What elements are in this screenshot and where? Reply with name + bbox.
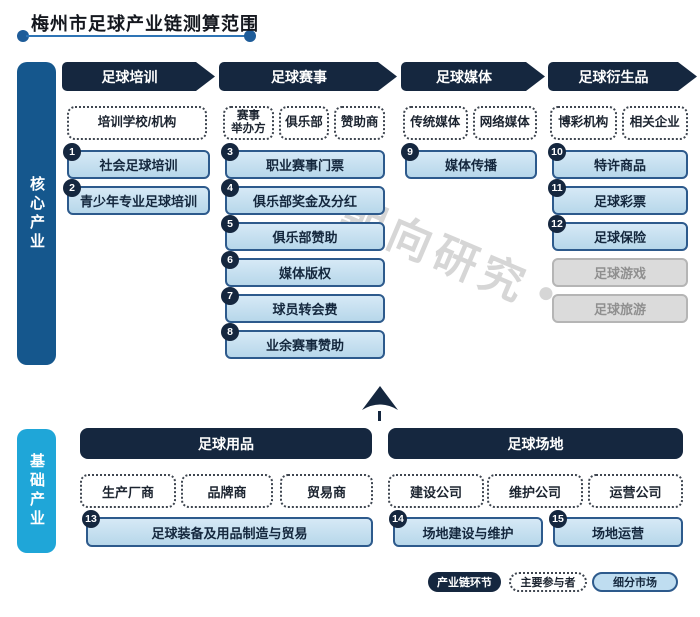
segment-row: 9 媒体传播 [401, 143, 537, 179]
segment-number-badge: 10 [548, 143, 566, 161]
segment-number-badge: 1 [63, 143, 81, 161]
segment-row: 13 足球装备及用品制造与贸易 [82, 510, 373, 547]
participant-box: 相关企业 [621, 106, 688, 140]
segment-row: 6 媒体版权 [221, 251, 385, 287]
segment-box: 足球装备及用品制造与贸易 [86, 517, 373, 547]
participant-box: 网络媒体 [472, 106, 537, 140]
segment-box: 球员转会费 [225, 294, 385, 323]
participant-box: 博彩机构 [550, 106, 617, 140]
participant-box: 培训学校/机构 [67, 106, 207, 140]
participant-box: 赞助商 [334, 106, 386, 140]
segment-row: 2 青少年专业足球培训 [63, 179, 210, 215]
participant-box: 贸易商 [280, 474, 373, 508]
column-header-arrow: 足球衍生品 [548, 62, 697, 91]
participant-box: 俱乐部 [278, 106, 330, 140]
segment-row-disabled: 足球旅游 [552, 294, 688, 323]
segment-box-disabled: 足球游戏 [552, 258, 688, 287]
column-football-training: 足球培训 培训学校/机构 1 社会足球培训 2 青少年专业足球培训 [62, 62, 215, 215]
segment-number-badge: 15 [549, 510, 567, 528]
segment-row: 15 场地运营 [549, 510, 683, 547]
base-group-header: 足球场地 [388, 428, 683, 459]
page-title: 梅州市足球产业链测算范围 [31, 14, 259, 34]
segment-box: 足球彩票 [552, 186, 688, 215]
segment-number-badge: 8 [221, 323, 239, 341]
segment-number-badge: 6 [221, 251, 239, 269]
segment-number-badge: 12 [548, 215, 566, 233]
up-arrow-icon [361, 386, 399, 416]
segment-box: 媒体版权 [225, 258, 385, 287]
column-header-arrow: 足球培训 [62, 62, 215, 91]
segment-box: 社会足球培训 [67, 150, 210, 179]
base-industry-sidebar-label: 基础产业 [17, 429, 56, 553]
base-group-header: 足球用品 [80, 428, 372, 459]
legend-main-participant: 主要参与者 [509, 572, 587, 592]
segment-number-badge: 7 [221, 287, 239, 305]
column-header-arrow: 足球媒体 [401, 62, 545, 91]
segment-row: 14 场地建设与维护 [389, 510, 543, 547]
title-line-dot-left [17, 30, 29, 42]
segment-box: 足球保险 [552, 222, 688, 251]
core-industry-sidebar-label: 核心产业 [17, 62, 56, 365]
participant-box: 建设公司 [388, 474, 484, 508]
participant-box: 运营公司 [588, 474, 683, 508]
segment-box-disabled: 足球旅游 [552, 294, 688, 323]
segment-box: 业余赛事赞助 [225, 330, 385, 359]
column-football-media: 足球媒体 传统媒体 网络媒体 9 媒体传播 [401, 62, 545, 179]
segment-box: 职业赛事门票 [225, 150, 385, 179]
segment-box: 青少年专业足球培训 [67, 186, 210, 215]
segment-box: 场地运营 [553, 517, 683, 547]
participant-box: 维护公司 [487, 474, 583, 508]
segment-row: 3 职业赛事门票 [221, 143, 385, 179]
segment-box: 俱乐部赞助 [225, 222, 385, 251]
legend-chain-node: 产业链环节 [428, 572, 501, 592]
segment-row: 4 俱乐部奖金及分红 [221, 179, 385, 215]
segment-row: 7 球员转会费 [221, 287, 385, 323]
column-header-arrow: 足球赛事 [219, 62, 397, 91]
segment-number-badge: 9 [401, 143, 419, 161]
participant-box: 赛事 举办方 [223, 106, 274, 140]
title-underline [26, 35, 250, 37]
segment-number-badge: 2 [63, 179, 81, 197]
segment-box: 特许商品 [552, 150, 688, 179]
arrow-dashed-line [378, 411, 381, 421]
segment-number-badge: 13 [82, 510, 100, 528]
segment-row: 12 足球保险 [548, 215, 688, 251]
segment-row: 8 业余赛事赞助 [221, 323, 385, 359]
column-football-derivatives: 足球衍生品 博彩机构 相关企业 10 特许商品 11 足球彩票 12 足球保险 … [548, 62, 697, 323]
column-football-events: 足球赛事 赛事 举办方 俱乐部 赞助商 3 职业赛事门票 4 俱乐部奖金及分红 … [219, 62, 397, 359]
title-line-dot-right [244, 30, 256, 42]
segment-number-badge: 11 [548, 179, 566, 197]
segment-row: 1 社会足球培训 [63, 143, 210, 179]
segment-number-badge: 3 [221, 143, 239, 161]
segment-row: 11 足球彩票 [548, 179, 688, 215]
segment-number-badge: 4 [221, 179, 239, 197]
participant-box: 生产厂商 [80, 474, 176, 508]
segment-box: 媒体传播 [405, 150, 537, 179]
segment-box: 俱乐部奖金及分红 [225, 186, 385, 215]
segment-row-disabled: 足球游戏 [552, 258, 688, 287]
segment-row: 5 俱乐部赞助 [221, 215, 385, 251]
legend-market-segment: 细分市场 [592, 572, 678, 592]
segment-number-badge: 5 [221, 215, 239, 233]
segment-box: 场地建设与维护 [393, 517, 543, 547]
participant-box: 品牌商 [181, 474, 273, 508]
segment-row: 10 特许商品 [548, 143, 688, 179]
segment-number-badge: 14 [389, 510, 407, 528]
participant-box: 传统媒体 [403, 106, 468, 140]
